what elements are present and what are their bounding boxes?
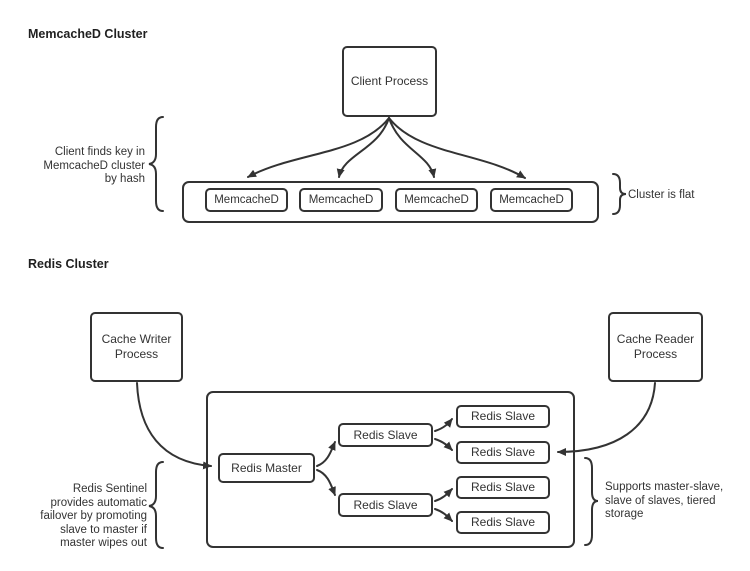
memcached-section-title: MemcacheD Cluster xyxy=(28,27,148,41)
memcached-node-3: MemcacheD xyxy=(395,188,478,212)
cache-writer-node: Cache Writer Process xyxy=(90,312,183,382)
brace-redis-left xyxy=(148,461,164,549)
redis-master-node: Redis Master xyxy=(218,453,315,483)
arrow-writer-to-master xyxy=(136,382,212,470)
memcached-left-annotation: Client finds key in MemcacheD cluster by… xyxy=(43,146,145,185)
redis-slave-tier2-node-3: Redis Slave xyxy=(456,476,550,499)
arrow-client-to-memcached-2 xyxy=(336,117,390,178)
redis-left-annotation: Redis Sentinel provides automatic failov… xyxy=(40,483,147,549)
client-process-node: Client Process xyxy=(342,46,437,117)
arrow-client-to-memcached-3 xyxy=(388,117,437,178)
brace-memcached-left xyxy=(148,116,164,212)
redis-slave-tier1-node-2: Redis Slave xyxy=(338,493,433,517)
brace-redis-right xyxy=(584,457,599,546)
redis-section-title: Redis Cluster xyxy=(28,257,109,271)
redis-slave-tier2-node-1: Redis Slave xyxy=(456,405,550,428)
memcached-node-2: MemcacheD xyxy=(299,188,383,212)
memcached-node-4: MemcacheD xyxy=(490,188,573,212)
arrow-client-to-memcached-4 xyxy=(388,117,526,179)
memcached-node-1: MemcacheD xyxy=(205,188,288,212)
redis-slave-tier2-node-4: Redis Slave xyxy=(456,511,550,534)
memcached-right-annotation: Cluster is flat xyxy=(628,189,695,201)
brace-cluster-is-flat xyxy=(612,173,627,215)
redis-slave-tier1-node-1: Redis Slave xyxy=(338,423,433,447)
redis-slave-tier2-node-2: Redis Slave xyxy=(456,441,550,464)
redis-right-annotation: Supports master-slave, slave of slaves, … xyxy=(605,481,724,520)
cache-reader-node: Cache Reader Process xyxy=(608,312,703,382)
arrow-client-to-memcached-1 xyxy=(247,117,390,178)
